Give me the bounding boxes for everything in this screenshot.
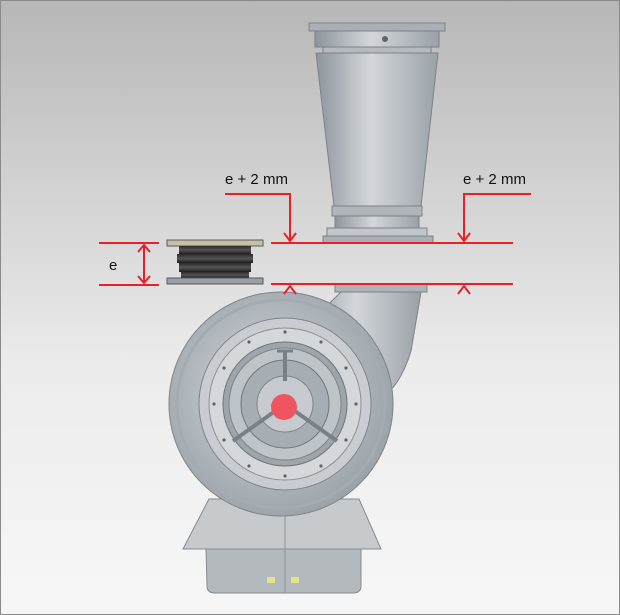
left-leader bbox=[225, 193, 291, 241]
fan-housing bbox=[168, 291, 394, 594]
right-offset-label: e + 2 mm bbox=[463, 171, 526, 188]
center-marker bbox=[271, 394, 297, 420]
left-offset-label: e + 2 mm bbox=[225, 171, 288, 188]
dim-e-label: e bbox=[109, 257, 117, 274]
right-bottom-arrow bbox=[457, 284, 471, 295]
top-hopper bbox=[308, 22, 446, 244]
bellows-joint bbox=[166, 239, 264, 285]
left-bottom-arrow bbox=[283, 284, 297, 295]
right-leader bbox=[463, 193, 531, 241]
dimension-lines bbox=[99, 193, 531, 295]
